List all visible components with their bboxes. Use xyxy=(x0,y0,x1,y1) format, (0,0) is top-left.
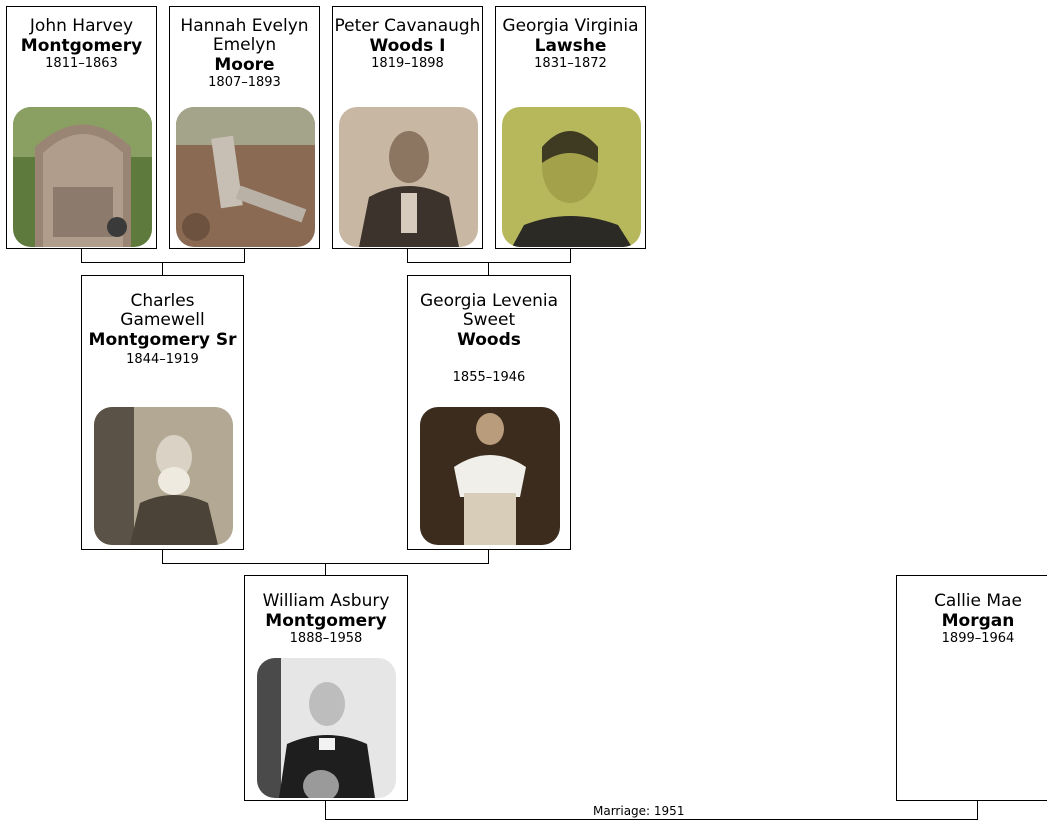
surname: Montgomery xyxy=(20,36,143,56)
life-dates: 1811–1863 xyxy=(45,56,118,71)
given-name: Georgia Levenia Sweet xyxy=(419,291,559,330)
person-card-callie-morgan[interactable]: Callie Mae Morgan 1899–1964 xyxy=(896,575,1047,801)
life-dates: 1855–1946 xyxy=(452,370,526,385)
portrait-photo[interactable] xyxy=(420,407,560,545)
headstone-photo[interactable] xyxy=(13,107,152,247)
life-dates: 1831–1872 xyxy=(534,56,607,71)
life-dates: 1807–1893 xyxy=(208,75,281,90)
life-dates: 1819–1898 xyxy=(371,56,444,71)
given-name: Callie Mae xyxy=(934,591,1022,611)
surname: Montgomery xyxy=(265,611,387,631)
person-card-georgia-woods[interactable]: Georgia Levenia Sweet Woods 1855–1946 xyxy=(407,275,571,550)
surname: Lawshe xyxy=(534,36,607,56)
portrait-photo[interactable] xyxy=(339,107,478,247)
connector-line xyxy=(325,563,326,575)
connector-line xyxy=(570,249,571,262)
given-name: William Asbury xyxy=(262,591,390,611)
gravesite-photo[interactable] xyxy=(176,107,315,247)
person-card-william-montgomery[interactable]: William Asbury Montgomery 1888–1958 xyxy=(244,575,408,801)
marriage-label: Marriage: 1951 xyxy=(593,804,685,818)
connector-line xyxy=(244,249,245,262)
connector-line xyxy=(488,262,489,275)
surname: Montgomery Sr xyxy=(88,330,237,350)
surname: Woods I xyxy=(369,36,446,56)
given-name: Georgia Virginia xyxy=(502,16,639,36)
connector-line xyxy=(407,262,571,263)
marriage-line xyxy=(325,819,978,820)
connector-line xyxy=(162,550,163,563)
person-card-peter-woods[interactable]: Peter Cavanaugh Woods I 1819–1898 xyxy=(332,6,483,249)
connector-line xyxy=(81,249,82,262)
person-card-hannah-moore[interactable]: Hannah Evelyn Emelyn Moore 1807–1893 xyxy=(169,6,320,249)
connector-line xyxy=(81,262,245,263)
given-name: John Harvey xyxy=(29,16,134,36)
given-name: Hannah Evelyn Emelyn xyxy=(180,16,309,55)
person-card-charles-montgomery-sr[interactable]: Charles Gamewell Montgomery Sr 1844–1919 xyxy=(81,275,244,550)
connector-line xyxy=(488,550,489,563)
surname: Moore xyxy=(214,55,275,75)
portrait-photo[interactable] xyxy=(502,107,641,247)
person-card-john-harvey-montgomery[interactable]: John Harvey Montgomery 1811–1863 xyxy=(6,6,157,249)
portrait-photo[interactable] xyxy=(94,407,233,545)
marriage-line xyxy=(977,801,978,820)
connector-line xyxy=(162,262,163,275)
life-dates: 1899–1964 xyxy=(941,631,1015,646)
life-dates: 1888–1958 xyxy=(289,631,363,646)
person-card-georgia-lawshe[interactable]: Georgia Virginia Lawshe 1831–1872 xyxy=(495,6,646,249)
given-name: Peter Cavanaugh xyxy=(334,16,481,36)
given-name: Charles Gamewell xyxy=(120,291,205,330)
connector-line xyxy=(407,249,408,262)
marriage-line xyxy=(325,801,326,820)
life-dates: 1844–1919 xyxy=(126,352,199,367)
portrait-photo[interactable] xyxy=(257,658,396,798)
surname: Morgan xyxy=(941,611,1015,631)
surname: Woods xyxy=(457,330,521,350)
